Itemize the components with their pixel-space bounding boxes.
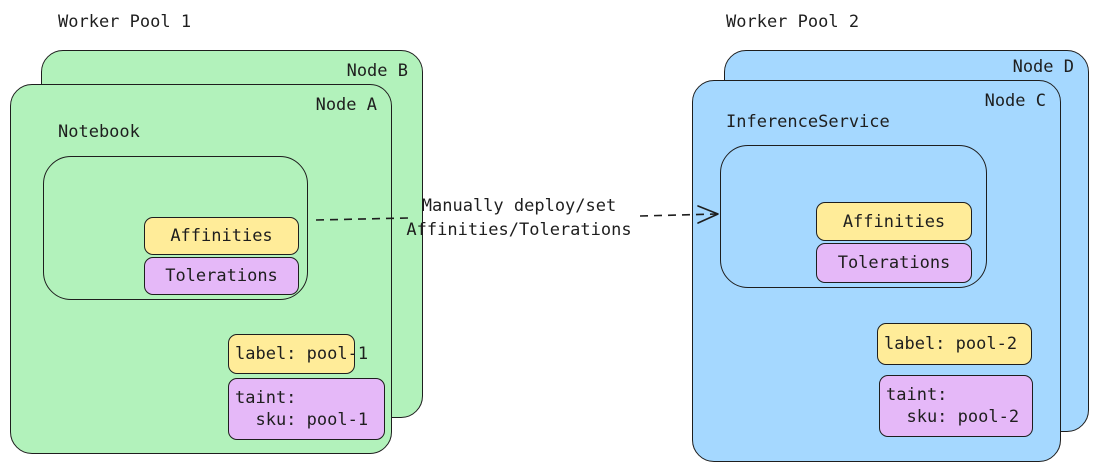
pool2-taint-value: sku: pool-2 [886,407,1020,427]
pool1-node-taint: taint: sku: pool-1 [228,378,385,440]
deploy-arrow-line-left [315,217,409,221]
pool1-title: Worker Pool 1 [58,12,192,32]
arrowhead-icon [697,205,719,224]
pool1-node-a-label: Node A [315,95,377,115]
pool2-node-c-label: Node C [984,91,1046,111]
pool1-taint-key: taint: [235,388,297,408]
pool1-tolerations: Tolerations [144,257,299,295]
connector-line1: Manually deploy/set [421,196,617,216]
connector-line2: Affinities/Tolerations [406,220,632,240]
pool1-workload-label: Notebook [58,122,140,142]
pool2-node-d-label: Node D [1012,57,1074,77]
pool2-workload-box [720,145,987,288]
pool2-title: Worker Pool 2 [726,12,860,32]
pool2-affinities: Affinities [816,202,972,241]
pool2-node-label: label: pool-2 [877,323,1032,365]
pool2-node-taint: taint: sku: pool-2 [879,375,1033,437]
pool1-taint-value: sku: pool-1 [235,410,369,430]
pool1-workload-box [43,156,308,300]
deploy-arrow-line-right [639,213,717,217]
pool1-node-b-label: Node B [346,61,408,81]
pool1-affinities: Affinities [144,217,299,255]
pool1-node-label: label: pool-1 [228,334,368,374]
pool2-workload-label: InferenceService [726,112,890,132]
pool2-taint-key: taint: [886,385,948,405]
pool2-tolerations: Tolerations [816,243,972,283]
